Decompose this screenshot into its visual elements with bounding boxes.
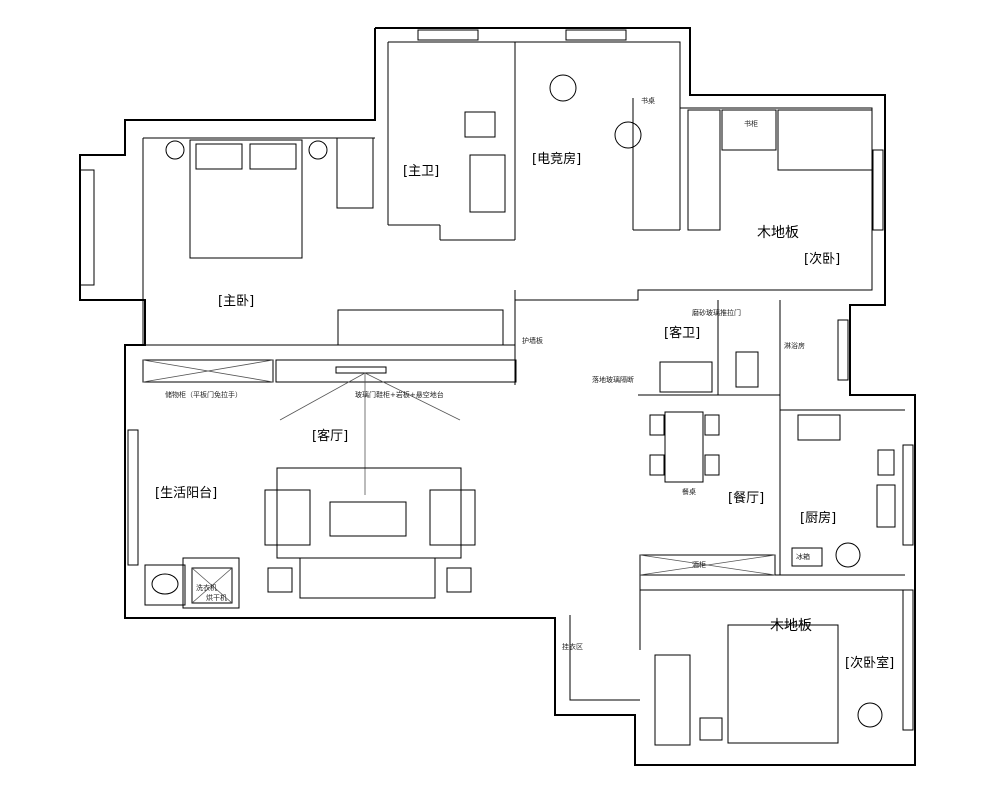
- label-wall-panel: 护墙板: [522, 336, 543, 345]
- label-glass-partition: 落地玻璃隔断: [592, 375, 634, 384]
- coffee-table: [329, 501, 407, 537]
- room-master-bedroom: [主卧]: [218, 294, 254, 309]
- wardrobe-second: [687, 109, 721, 231]
- label-frosted-door: 磨砂玻璃推拉门: [692, 308, 741, 317]
- armchair: [264, 489, 311, 546]
- toilet: [735, 351, 759, 388]
- chair: [614, 121, 642, 149]
- room-guest-bath: [客卫]: [664, 325, 700, 341]
- wardrobe-master: [337, 309, 504, 346]
- window-balcony: [127, 429, 139, 566]
- window-second-bedroom: [872, 149, 884, 231]
- lamp-icon: [308, 140, 328, 160]
- window-bedroom-2: [902, 589, 914, 731]
- label-wood-floor: 木地板: [770, 618, 812, 634]
- master-bed: [189, 139, 303, 259]
- label-storage-cabinet: 储物柜（平板门免拉手）: [165, 390, 242, 399]
- window-kitchen: [902, 444, 914, 546]
- sofa: [299, 557, 436, 599]
- window-bath: [417, 29, 479, 41]
- label-desk: 书桌: [641, 96, 655, 105]
- label-shoe-cabinet: 玻璃门鞋柜+岩板+悬空地台: [355, 390, 444, 399]
- label-washer: 洗衣机: [196, 583, 217, 592]
- bathtub: [469, 154, 506, 213]
- washer-dryer: [182, 557, 240, 609]
- kitchen-sink: [876, 484, 896, 528]
- room-balcony: [生活阳台]: [155, 486, 217, 501]
- window-guest-bath: [837, 319, 849, 381]
- room-dining: [餐厅]: [728, 490, 764, 506]
- room-second-bedroom: [次卧]: [804, 251, 840, 267]
- furniture: [142, 74, 896, 746]
- label-dining-table: 餐桌: [682, 487, 696, 496]
- wine-cabinet: [639, 554, 776, 576]
- window-esports: [565, 29, 627, 41]
- label-fridge: 冰箱: [796, 552, 810, 561]
- wardrobe-bedroom-2: [654, 654, 691, 746]
- label-dryer: 烘干机: [206, 593, 227, 602]
- wardrobe: [336, 137, 374, 209]
- chair: [549, 74, 577, 102]
- room-esports: [电竞房]: [532, 151, 581, 167]
- lamp-icon: [165, 140, 185, 160]
- label-wine-cabinet: 酒柜: [692, 560, 706, 569]
- label-cloakroom: 挂衣区: [562, 642, 583, 651]
- label-bookcase: 书柜: [744, 119, 758, 128]
- room-master-bath: [主卫]: [403, 164, 439, 179]
- storage-cabinet: [142, 359, 274, 383]
- toilet: [464, 111, 496, 138]
- bookcase: [721, 109, 777, 151]
- second-bed: [777, 109, 873, 171]
- bay-window-master: [79, 169, 95, 286]
- fridge: [791, 547, 823, 567]
- room-living: [客厅]: [312, 428, 348, 444]
- bed-2: [727, 624, 839, 744]
- label-wood-floor: 木地板: [757, 225, 799, 241]
- stove: [797, 414, 841, 441]
- label-shower: 淋浴房: [784, 341, 805, 350]
- room-second-bedroom-2: [次卧室]: [845, 655, 894, 671]
- sink-icon: [151, 573, 179, 595]
- room-kitchen: [厨房]: [800, 510, 836, 526]
- dining-table: [664, 411, 704, 483]
- armchair: [429, 489, 476, 546]
- shoe-cabinet: [275, 359, 517, 383]
- sink-cabinet: [659, 361, 713, 393]
